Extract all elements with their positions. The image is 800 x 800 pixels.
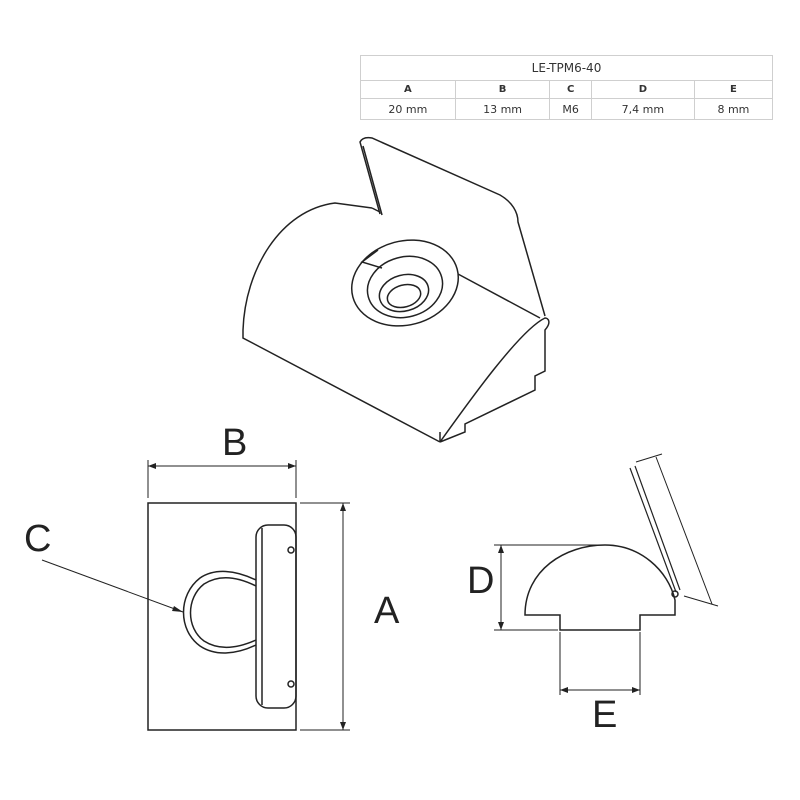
spec-title: LE-TPM6-40 (360, 55, 773, 81)
value-a: 20 mm (360, 98, 456, 120)
side-view (494, 453, 719, 695)
label-c: C (24, 518, 52, 560)
hole-circle (182, 570, 257, 654)
side-flap (629, 465, 681, 593)
hole-outer (350, 239, 460, 327)
label-d: D (467, 560, 495, 602)
label-a: A (374, 590, 400, 632)
value-e: 8 mm (693, 98, 774, 120)
flap-outline (255, 524, 297, 709)
label-b: B (222, 422, 248, 464)
spec-table: LE-TPM6-40 A B C D E 20 mm 13 mm M6 7,4 … (360, 55, 774, 120)
top-view (41, 460, 350, 731)
value-d: 7,4 mm (590, 98, 695, 120)
label-e: E (592, 694, 618, 736)
value-b: 13 mm (454, 98, 551, 120)
hole-thread (366, 255, 444, 319)
flap (359, 136, 546, 317)
isometric-view (242, 136, 550, 443)
